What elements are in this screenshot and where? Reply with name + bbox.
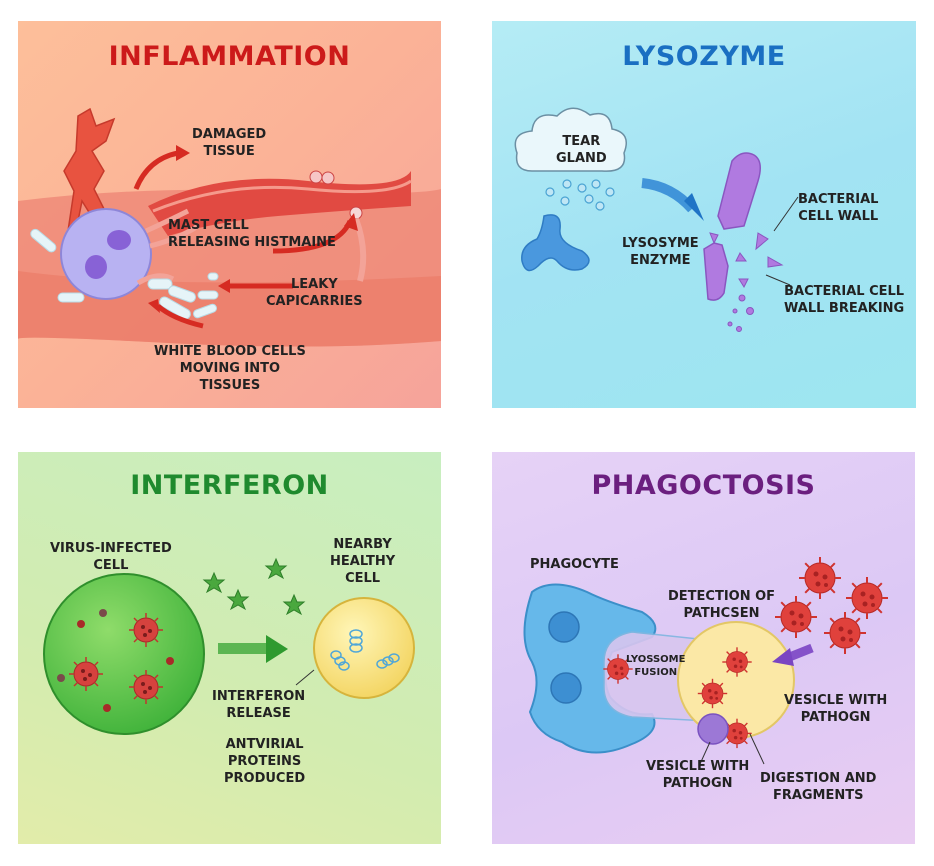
label-damaged-tissue: DAMAGED TISSUE [192,127,267,159]
label-nearby-healthy-cell: NEARBY HEALTHY CELL [330,537,396,586]
tear-droplets [545,179,615,211]
phagocytosis-panel: PHAGOCTOSIS PHAGOCYTE DETECTION OF PATHC… [492,452,915,844]
virus [68,656,104,692]
label-interferon-release: INTERFERON RELEASE [212,689,306,721]
label-leaky-capillaries: LEAKY CAPICARRIES [266,277,363,309]
label-tear-gland: TEAR GLAND [556,134,607,166]
virus [823,611,867,655]
interferon-illustration [43,558,415,735]
virus [774,595,818,639]
inflammation-title: INFLAMMATION [108,41,351,72]
label-bacterial-cell-wall: BACTERIAL CELL WALL [798,192,879,224]
inflammation-illustration [18,107,441,347]
small-vesicle [697,713,729,745]
label-lysosyme-enzyme: LYSOSYME ENZYME [622,236,699,268]
phagocytosis-illustration [523,556,889,765]
label-detection-of-pathogen: DETECTION OF PATHCSEN [668,589,776,621]
interferon-arrow [218,643,268,654]
tear-gland-cloud [514,107,627,172]
phagosome [677,621,795,739]
healthy-cell [313,597,415,699]
label-vesicle-with-pathogen-right: VESICLE WITH PATHOGN [784,693,888,725]
inflammation-panel: INFLAMMATION DAMAGED TISSUE MAST CELL RE… [18,21,441,408]
lysozyme-panel: LYSOZYME TEAR GLAND LYSOSYME ENZYME BACT… [492,21,916,408]
mast-cell [60,208,152,300]
virus [798,556,842,600]
virus [697,678,728,709]
lysozyme-arrow [641,178,696,213]
interferon-title: INTERFERON [130,470,329,501]
label-vesicle-with-pathogen-bottom: VESICLE WITH PATHOGN [646,759,750,791]
virus [845,576,889,620]
virus-infected-cell [43,573,205,735]
label-mast-cell: MAST CELL RELEASING HISTMAINE [168,218,336,250]
label-digestion-and-fragments: DIGESTION AND FRAGMENTS [760,771,877,803]
lysozyme-title: LYSOZYME [622,41,786,72]
lysozyme-illustration [514,107,799,332]
blood-vessel [148,171,411,236]
label-cell-wall-breaking: BACTERIAL CELL WALL BREAKING [784,284,905,316]
virus [128,669,164,705]
label-antiviral-proteins: ANTVIRIAL PROTEINS PRODUCED [224,737,306,786]
lysozyme-enzyme-shape [521,214,590,272]
label-white-blood-cells: WHITE BLOOD CELLS MOVING INTO TISSUES [154,344,306,393]
virus [721,646,753,678]
interferon-molecules [203,558,305,615]
virus [128,612,164,648]
interferon-panel: INTERFERON VIRUS-INFECTED CELL NEARBY HE… [18,452,441,844]
arrow-wbc [156,304,204,329]
label-phagocyte: PHAGOCYTE [530,557,619,572]
label-lysosome-fusion: LYOSSOME FUSION [626,654,686,678]
label-virus-infected-cell: VIRUS-INFECTED CELL [50,541,172,573]
arrow-damaged [133,150,179,190]
phagocytosis-title: PHAGOCTOSIS [591,470,816,501]
bacterium [703,152,761,301]
